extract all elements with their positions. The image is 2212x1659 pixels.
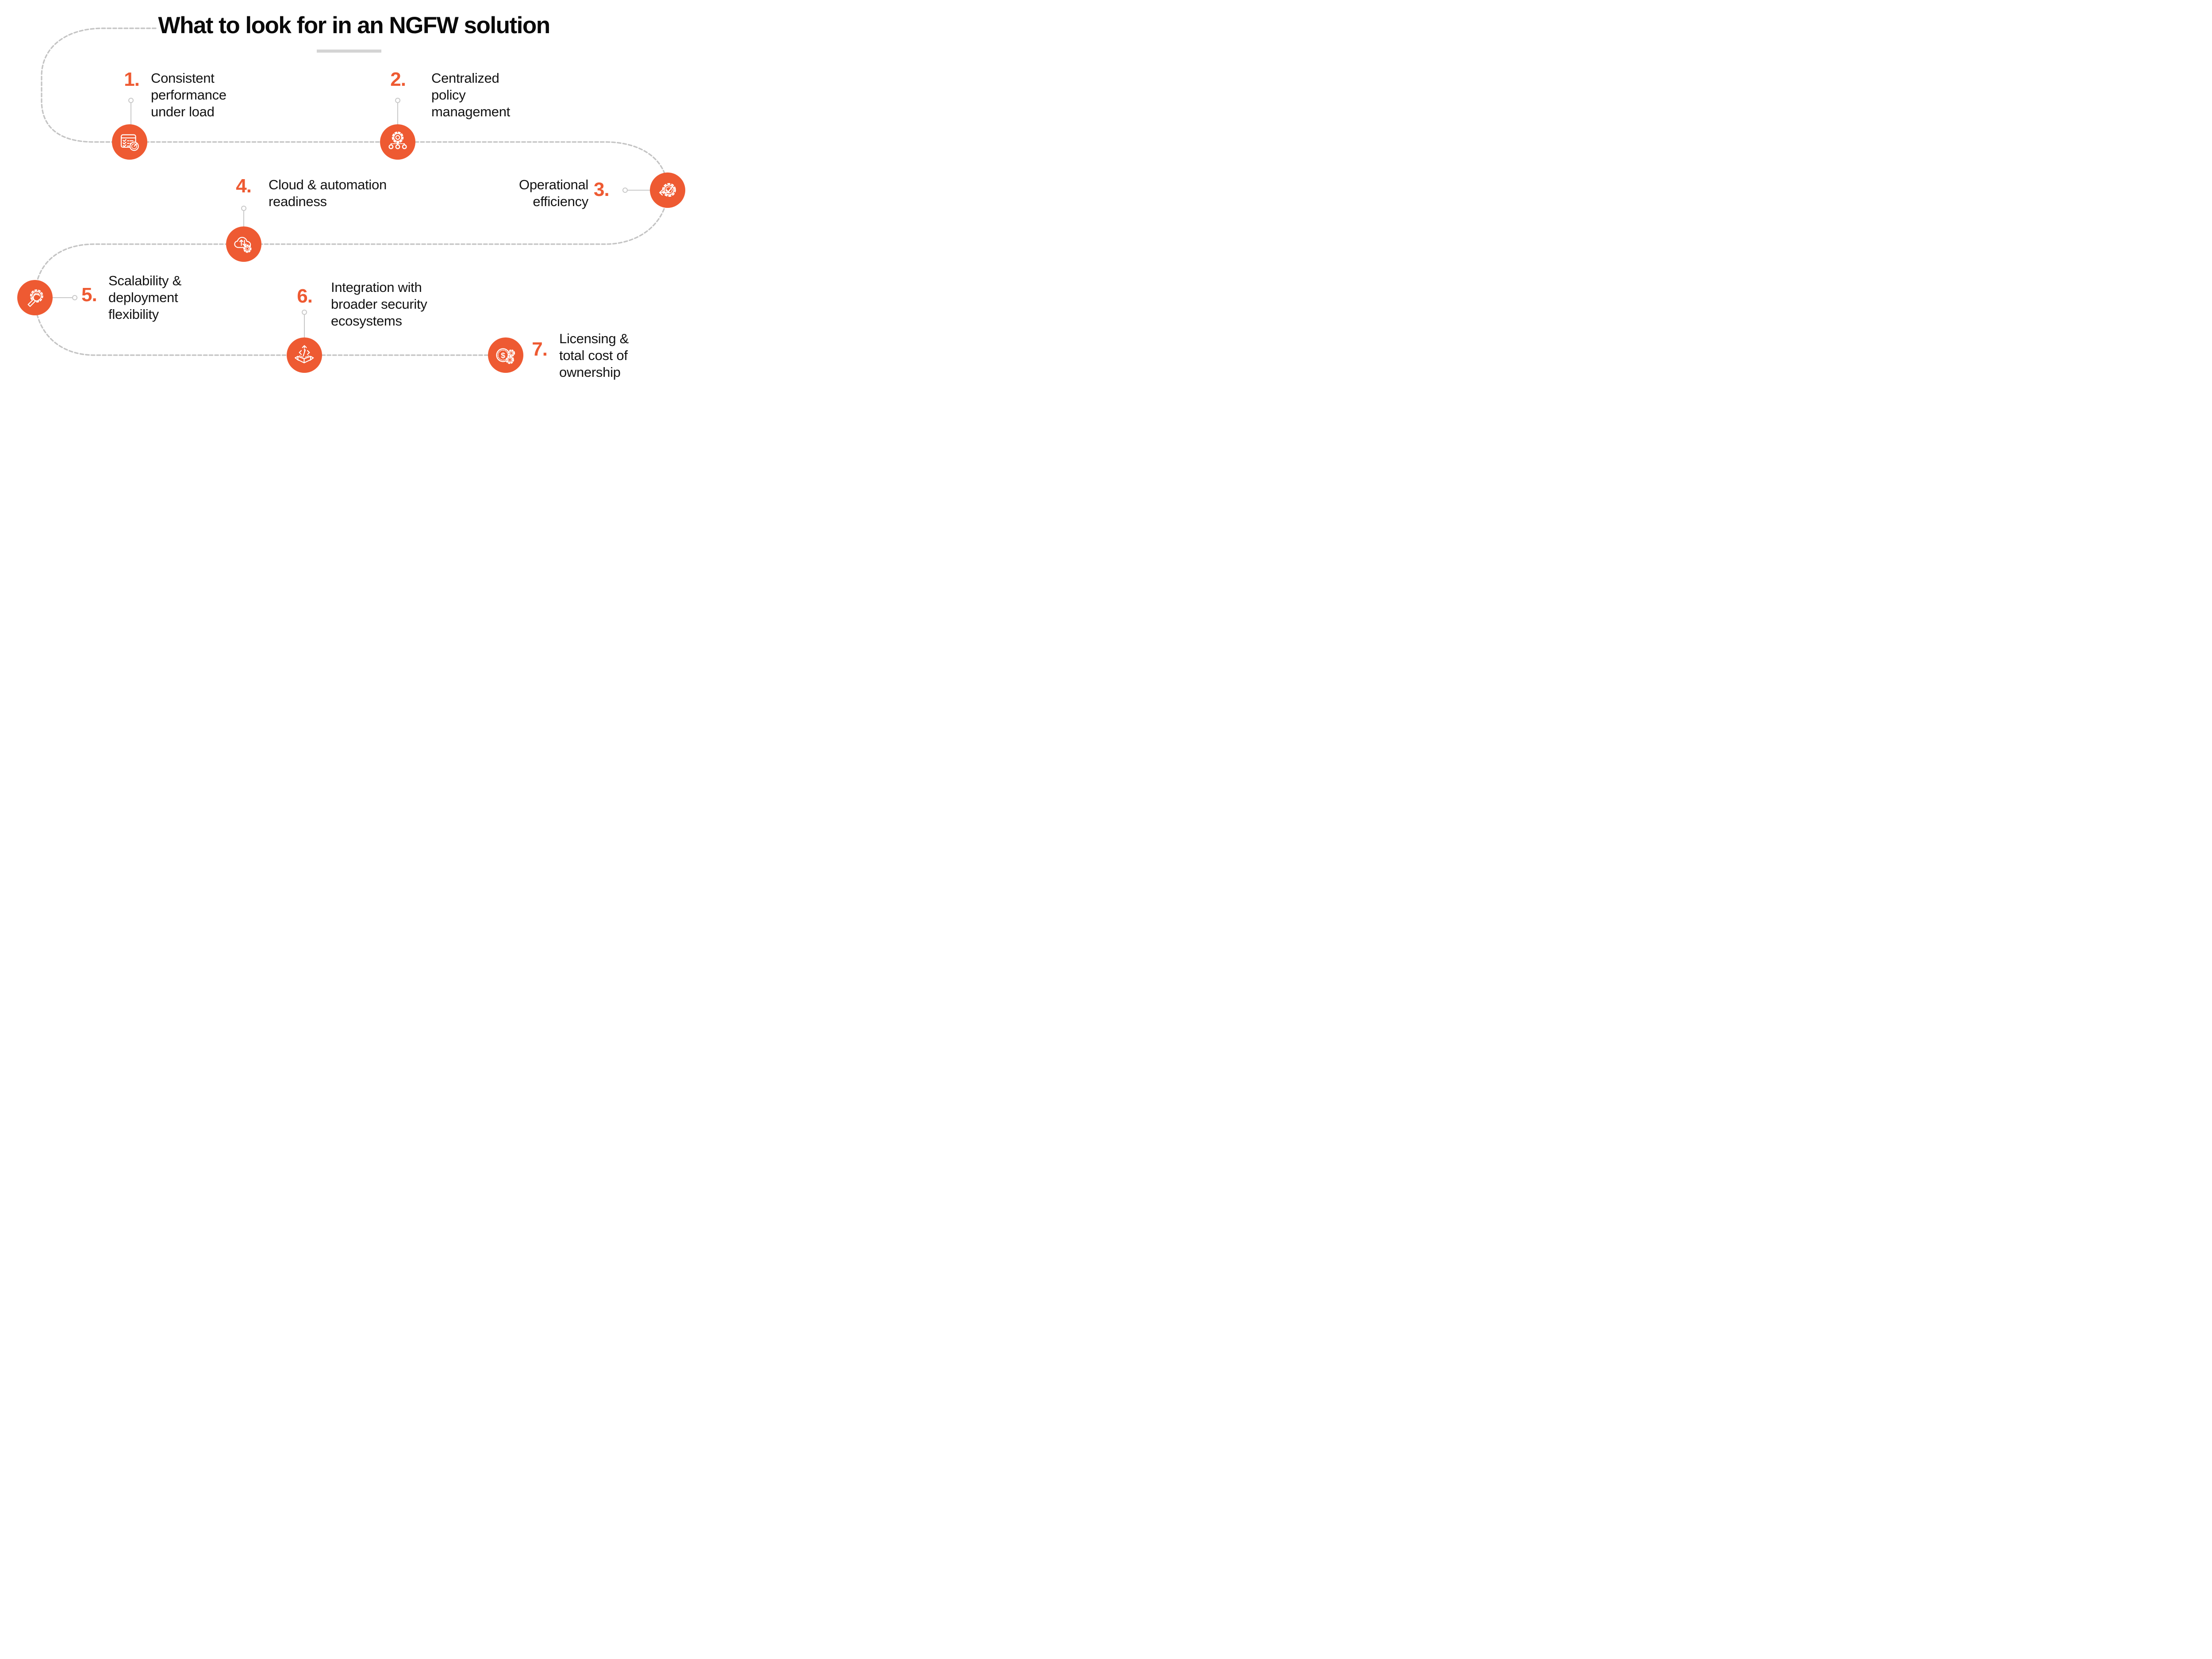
item-label-7: Licensing & total cost of ownership [559, 330, 629, 381]
item-number-2: 2. [390, 69, 406, 90]
item-label-6: Integration with broader security ecosys… [331, 279, 427, 330]
item-number-1: 1. [124, 69, 140, 90]
item-label-5: Scalability & deployment flexibility [108, 272, 181, 323]
item-label-line: management [431, 104, 510, 119]
item-label-line: Cloud & automation [269, 177, 387, 192]
connector-dot [302, 310, 307, 315]
wrench-gear-icon [17, 280, 53, 315]
item-number-5: 5. [81, 284, 97, 306]
item-label-line: Integration with [331, 280, 422, 295]
dollar-gears-icon: $ [488, 337, 523, 373]
item-label-line: under load [151, 104, 215, 119]
efficiency-gear-check-icon [650, 172, 685, 208]
svg-text:$: $ [501, 351, 505, 360]
item-label-line: Operational [519, 177, 588, 192]
item-label-line: efficiency [533, 194, 588, 209]
ngfw-infographic: What to look for in an NGFW solution 1. … [0, 0, 708, 398]
connector-dot [241, 206, 246, 211]
item-label-line: readiness [269, 194, 327, 209]
item-label-4: Cloud & automation readiness [269, 176, 387, 210]
item-label-line: Consistent [151, 70, 215, 86]
item-label-1: Consistent performance under load [151, 70, 227, 120]
item-label-line: Centralized [431, 70, 499, 86]
item-label-line: ecosystems [331, 313, 402, 329]
open-box-integration-icon [287, 337, 322, 373]
item-label-line: flexibility [108, 307, 159, 322]
item-number-3: 3. [594, 179, 610, 200]
item-label-line: Scalability & [108, 273, 181, 288]
page-title: What to look for in an NGFW solution [158, 12, 550, 38]
item-label-2: Centralized policy management [431, 70, 510, 120]
item-label-line: broader security [331, 296, 427, 312]
item-number-4: 4. [236, 175, 252, 197]
connector-dot [72, 295, 77, 300]
item-label-line: performance [151, 87, 227, 103]
item-label-line: ownership [559, 364, 621, 380]
item-label-line: deployment [108, 290, 178, 305]
item-label-3: Operational efficiency [519, 176, 588, 210]
cloud-automation-icon [226, 226, 261, 262]
item-number-6: 6. [297, 285, 313, 307]
connector-dot [128, 98, 134, 103]
checklist-speedometer-icon [112, 124, 147, 160]
gear-network-icon [380, 124, 415, 160]
connector-dot [395, 98, 400, 103]
item-label-line: policy [431, 87, 466, 103]
item-number-7: 7. [532, 338, 548, 360]
item-label-line: Licensing & [559, 331, 629, 346]
connector-dot [622, 188, 628, 193]
item-label-line: total cost of [559, 348, 628, 363]
title-underline [317, 50, 381, 53]
